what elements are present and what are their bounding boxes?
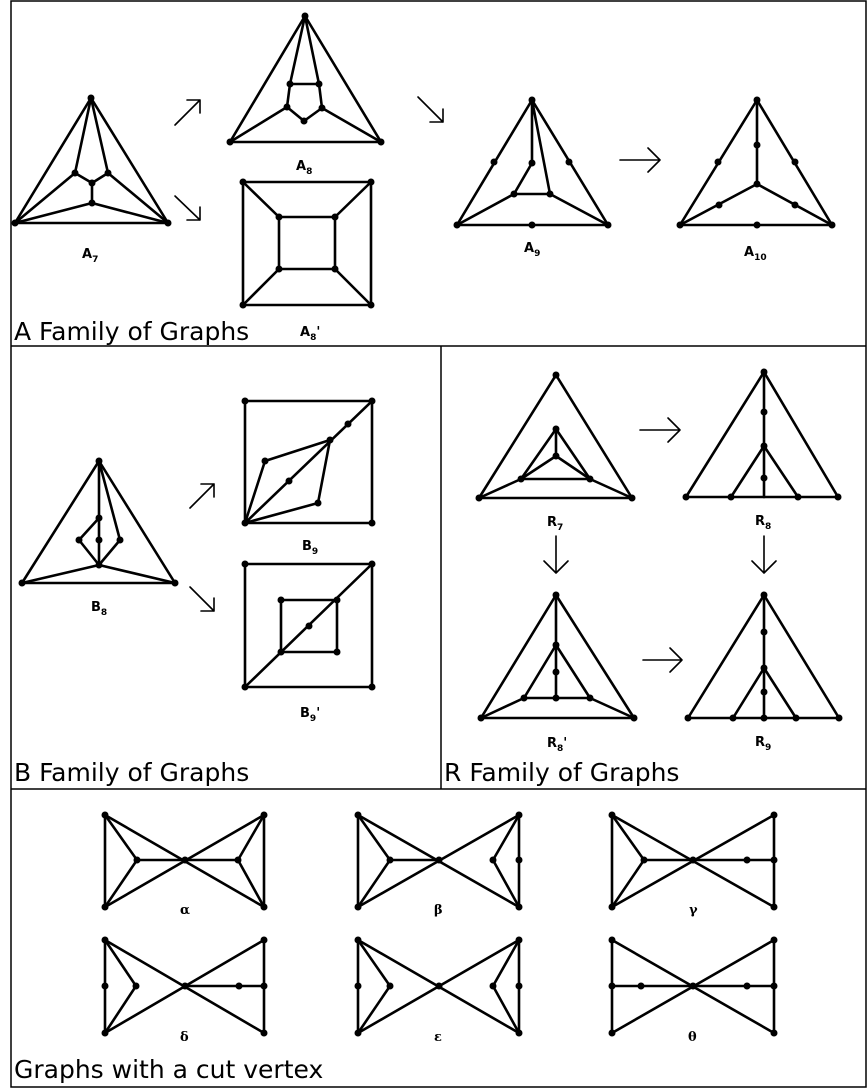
b-family-section: B8 B9 B9' B Family of Graphs [14, 397, 376, 787]
graph-r7: R7 [475, 371, 636, 533]
graph-r8: R8 [682, 368, 842, 532]
label-a8-prime: A8' [300, 325, 320, 343]
label-r8-prime: R8' [547, 736, 567, 754]
graph-b8: B8 [18, 457, 179, 618]
arrow-a8-a9 [417, 96, 444, 123]
graph-r9: R9 [684, 591, 843, 753]
label-gamma: γ [689, 903, 698, 918]
graph-a8-prime: A8' [239, 178, 375, 343]
label-delta: δ [180, 1030, 189, 1045]
graph-gamma: γ [608, 811, 778, 918]
r-family-title: R Family of Graphs [444, 758, 679, 787]
label-r8: R8 [755, 514, 771, 532]
arrow-b8-b9 [189, 483, 215, 509]
label-theta: θ [688, 1030, 697, 1045]
label-beta: β [434, 903, 443, 918]
a-family-title: A Family of Graphs [14, 317, 249, 346]
label-a8: A8 [296, 159, 312, 177]
arrow-a7-a8p [174, 195, 201, 221]
b-family-title: B Family of Graphs [14, 758, 249, 787]
panel-frame [10, 0, 867, 1088]
graph-theta: θ [608, 936, 778, 1045]
graph-a9: A9 [453, 96, 612, 259]
outer-border [10, 0, 867, 1088]
arrow-r8p-r9 [642, 647, 683, 673]
arrow-b8-b9p [189, 586, 215, 612]
label-r7: R7 [547, 515, 563, 533]
graph-a8: A8 [226, 12, 385, 177]
graph-r8-prime: R8' [477, 591, 638, 754]
label-b9: B9 [302, 539, 318, 557]
label-b9-prime: B9' [300, 706, 320, 724]
graph-a10: A10 [676, 96, 836, 263]
arrow-a9-a10 [619, 147, 661, 173]
graph-alpha: α [101, 811, 268, 918]
label-a9: A9 [524, 241, 540, 259]
arrow-r7-r8p [543, 535, 569, 574]
arrow-a7-a8 [174, 99, 201, 126]
label-a10: A10 [744, 245, 767, 263]
a-family-section: A7 A8 A8' [11, 12, 836, 346]
graph-b9-prime: B9' [241, 560, 376, 724]
cut-vertex-section: α β γ [14, 811, 778, 1084]
label-a7: A7 [82, 247, 98, 265]
label-b8: B8 [91, 600, 107, 618]
label-epsilon: ε [434, 1030, 442, 1045]
graph-delta: δ [101, 936, 268, 1045]
graph-b9: B9 [241, 397, 376, 557]
arrow-r7-r8 [639, 417, 681, 443]
graph-a7: A7 [11, 94, 172, 265]
label-r9: R9 [755, 735, 771, 753]
graph-epsilon: ε [354, 936, 523, 1045]
r-family-section: R7 R8 R8' [444, 368, 843, 787]
cut-vertex-title: Graphs with a cut vertex [14, 1055, 323, 1084]
graph-beta: β [354, 811, 523, 918]
arrow-r8-r9 [751, 535, 777, 574]
label-alpha: α [180, 903, 190, 918]
